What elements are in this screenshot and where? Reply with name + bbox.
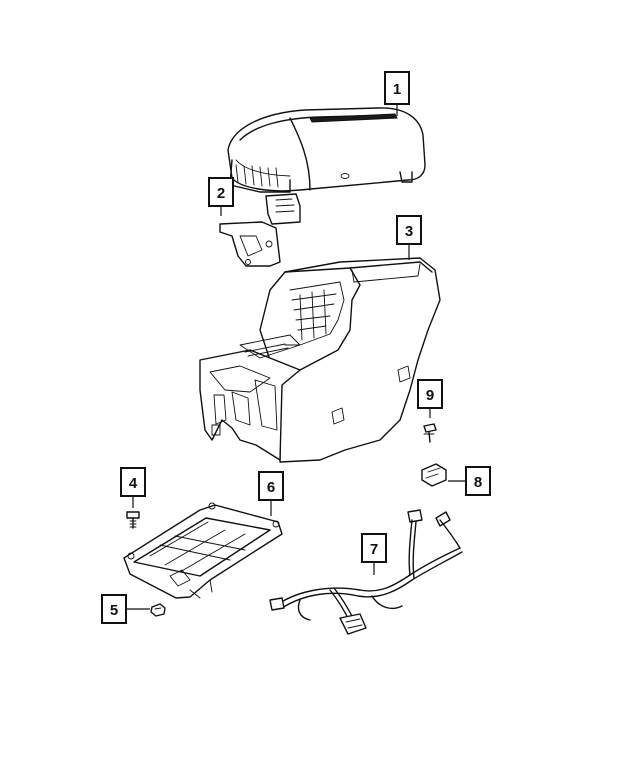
callout-7: 7 [361, 533, 387, 575]
callout-3: 3 [396, 215, 422, 260]
callout-1: 1 [384, 71, 410, 116]
callout-label: 9 [426, 387, 434, 404]
connector [421, 463, 447, 487]
callout-label: 1 [393, 81, 401, 98]
callout-5: 5 [101, 594, 150, 624]
console-body [199, 257, 441, 463]
callout-label: 2 [217, 185, 225, 202]
clip-fastener [423, 423, 437, 443]
nut [150, 603, 166, 617]
callout-9: 9 [417, 379, 443, 418]
callout-8: 8 [448, 466, 491, 496]
callout-label: 5 [110, 602, 118, 619]
latch-bracket [219, 193, 301, 267]
callout-6: 6 [258, 471, 284, 516]
callout-label: 3 [405, 223, 413, 240]
armrest-lid [227, 107, 426, 193]
callout-label: 8 [474, 474, 482, 491]
callout-2: 2 [208, 177, 234, 216]
mounting-plate [123, 502, 283, 599]
wiring-harness [269, 509, 463, 635]
callout-label: 6 [267, 479, 275, 496]
callout-label: 7 [370, 541, 378, 558]
bolt [126, 511, 140, 529]
callout-4: 4 [120, 467, 146, 508]
callout-label: 4 [129, 475, 138, 492]
